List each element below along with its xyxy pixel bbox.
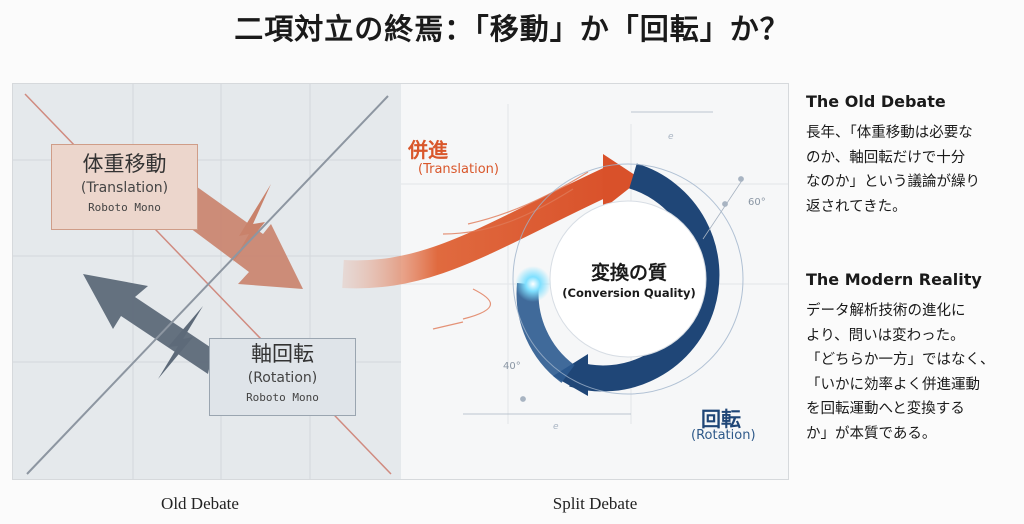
old-debate-section: The Old Debate 長年、「体重移動は必要な のか、軸回転だけで十分 …	[806, 92, 1016, 219]
conversion-point	[515, 266, 551, 302]
text-line: データ解析技術の進化に	[806, 303, 966, 319]
translation-label-jp: 併進	[408, 138, 448, 162]
rotation-label-jp: 回転	[701, 407, 741, 431]
font-note: Roboto Mono	[88, 201, 161, 214]
modern-reality-section: The Modern Reality データ解析技術の進化に より、問いは変わっ…	[806, 270, 1016, 446]
diagram-graphics: 60° 40° e e	[13, 84, 788, 479]
rotation-en: (Rotation)	[247, 370, 318, 386]
rotation-label-en: (Rotation)	[691, 428, 756, 443]
translation-arrowhead	[603, 154, 641, 209]
text-line: より、問いは変わった。	[806, 327, 965, 344]
text-line: のか、軸回転だけで十分	[806, 149, 966, 166]
text-line: 「いかに効率よく併進運動	[806, 376, 980, 393]
rotation-box: 軸回転 (Rotation) Roboto Mono	[209, 338, 356, 416]
cross-line	[26, 95, 389, 475]
translation-arrow	[178, 184, 303, 289]
modern-reality-heading: The Modern Reality	[806, 270, 982, 289]
angle-label: 40°	[503, 361, 521, 372]
translation-jp: 体重移動	[82, 152, 167, 176]
old-debate-heading: The Old Debate	[806, 92, 946, 111]
translation-label-en: (Translation)	[418, 162, 499, 177]
angle-label: 60°	[748, 197, 766, 208]
dimension-label: e	[668, 132, 674, 142]
diagram-panel: 60° 40° e e 体重移動 (Translation) Roboto Mo…	[12, 83, 789, 480]
rotation-jp: 軸回転	[251, 342, 314, 366]
text-line: 「どちらか一方」ではなく、	[806, 352, 995, 368]
translation-en: (Translation)	[80, 180, 169, 196]
text-line: 返されてきた。	[806, 198, 907, 215]
translation-box: 体重移動 (Translation) Roboto Mono	[51, 144, 198, 230]
text-line: 長年、「体重移動は必要な	[806, 125, 973, 141]
lightning-icon	[233, 184, 271, 262]
center-label-jp: 変換の質	[590, 262, 667, 284]
text-line: なのか」という議論が繰り	[806, 174, 980, 190]
center-label-en: (Conversion Quality)	[562, 286, 696, 300]
page-title: 二項対立の終焉：「移動」か「回転」か？	[234, 12, 790, 46]
caption-old-debate: Old Debate	[161, 494, 239, 513]
translation-flow	[342, 166, 619, 289]
lightning-icon	[158, 306, 203, 379]
text-line: か」が本質である。	[806, 425, 937, 442]
text-line: を回転運動へと変換する	[806, 401, 965, 417]
rotation-arrowhead	[553, 354, 588, 396]
font-note: Roboto Mono	[246, 391, 319, 404]
dimension-label: e	[553, 422, 559, 432]
caption-split-debate: Split Debate	[552, 494, 638, 513]
